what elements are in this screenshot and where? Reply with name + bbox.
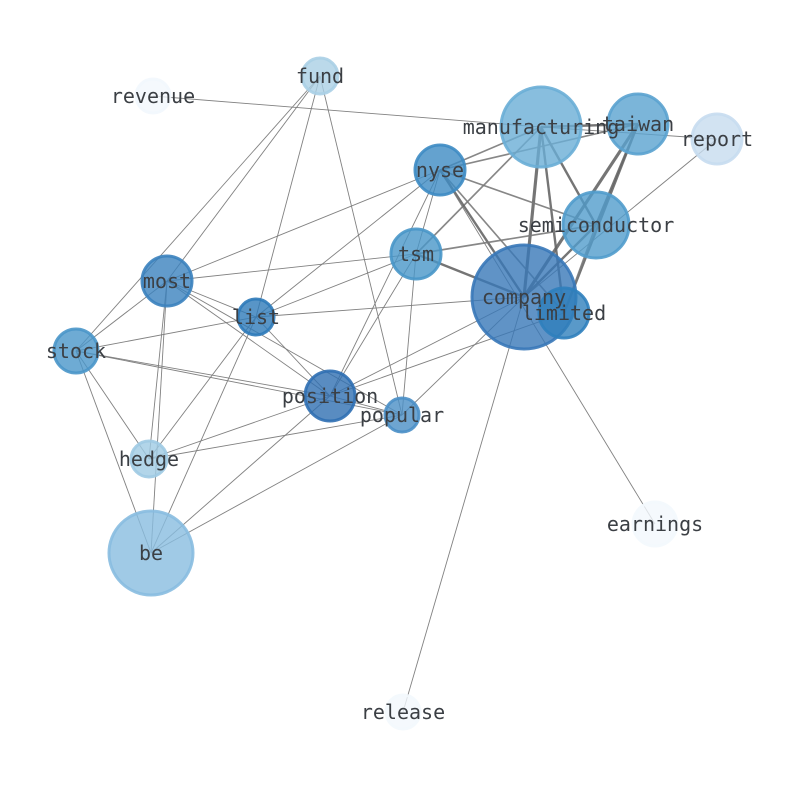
edge-most-hedge [148,280,168,460]
edge-fund-stock [75,75,321,352]
edge-most-position [166,280,331,397]
node-taiwan[interactable] [606,92,670,156]
node-list[interactable] [236,297,276,337]
node-label-report: report [681,127,753,151]
node-layer [52,56,744,731]
node-label-limited: limited [522,301,606,325]
node-limited[interactable] [537,286,591,340]
node-label-hedge: hedge [119,447,179,471]
node-label-be: be [139,541,163,565]
node-be[interactable] [107,509,195,597]
node-position[interactable] [303,369,357,423]
edge-nyse-list [255,169,441,318]
node-label-earnings: earnings [607,512,703,536]
node-label-release: release [361,700,445,724]
edge-popular-be [150,414,403,554]
edge-nyse-most [166,169,441,282]
node-most[interactable] [140,254,194,308]
edge-list-hedge [148,316,257,460]
node-label-tsm: tsm [398,242,434,266]
node-manufacturing[interactable] [499,85,583,169]
edge-position-hedge [148,395,331,460]
edge-nyse-earnings [439,169,656,525]
edge-tsm-most [166,253,417,282]
edge-list-stock [75,316,257,352]
node-label-nyse: nyse [416,158,464,182]
node-label-taiwan: taiwan [602,112,674,136]
node-stock[interactable] [52,327,100,375]
node-label-most: most [143,269,191,293]
node-label-stock: stock [46,339,106,363]
node-label-company: company [482,285,566,309]
node-label-manufacturing: manufacturing [463,115,620,139]
edge-tsm-list [255,253,417,318]
node-hedge[interactable] [129,439,169,479]
node-label-semiconductor: semiconductor [518,213,675,237]
node-label-list: list [232,305,280,329]
node-tsm[interactable] [389,227,443,281]
edge-stock-position [75,350,331,397]
edge-fund-list [255,75,321,318]
node-nyse[interactable] [413,143,467,197]
node-fund[interactable] [300,56,340,96]
edge-layer [75,75,718,713]
edge-revenue-manufacturing [152,95,542,128]
edge-tsm-popular [401,253,417,416]
node-report[interactable] [690,112,744,166]
edge-most-be [150,280,168,554]
node-semiconductor[interactable] [561,190,631,260]
node-label-fund: fund [296,64,344,88]
node-label-revenue: revenue [111,84,195,108]
node-revenue[interactable] [134,77,172,115]
edge-nyse-position [329,169,441,397]
edge-fund-popular [319,75,403,416]
node-release[interactable] [384,693,422,731]
edge-popular-hedge [148,414,403,460]
node-label-position: position [282,384,378,408]
node-label-popular: popular [360,403,444,427]
edge-fund-most [166,75,321,282]
edge-tsm-position [329,253,417,397]
node-popular[interactable] [383,396,421,434]
edge-company-release [402,296,525,713]
node-earnings[interactable] [631,500,679,548]
